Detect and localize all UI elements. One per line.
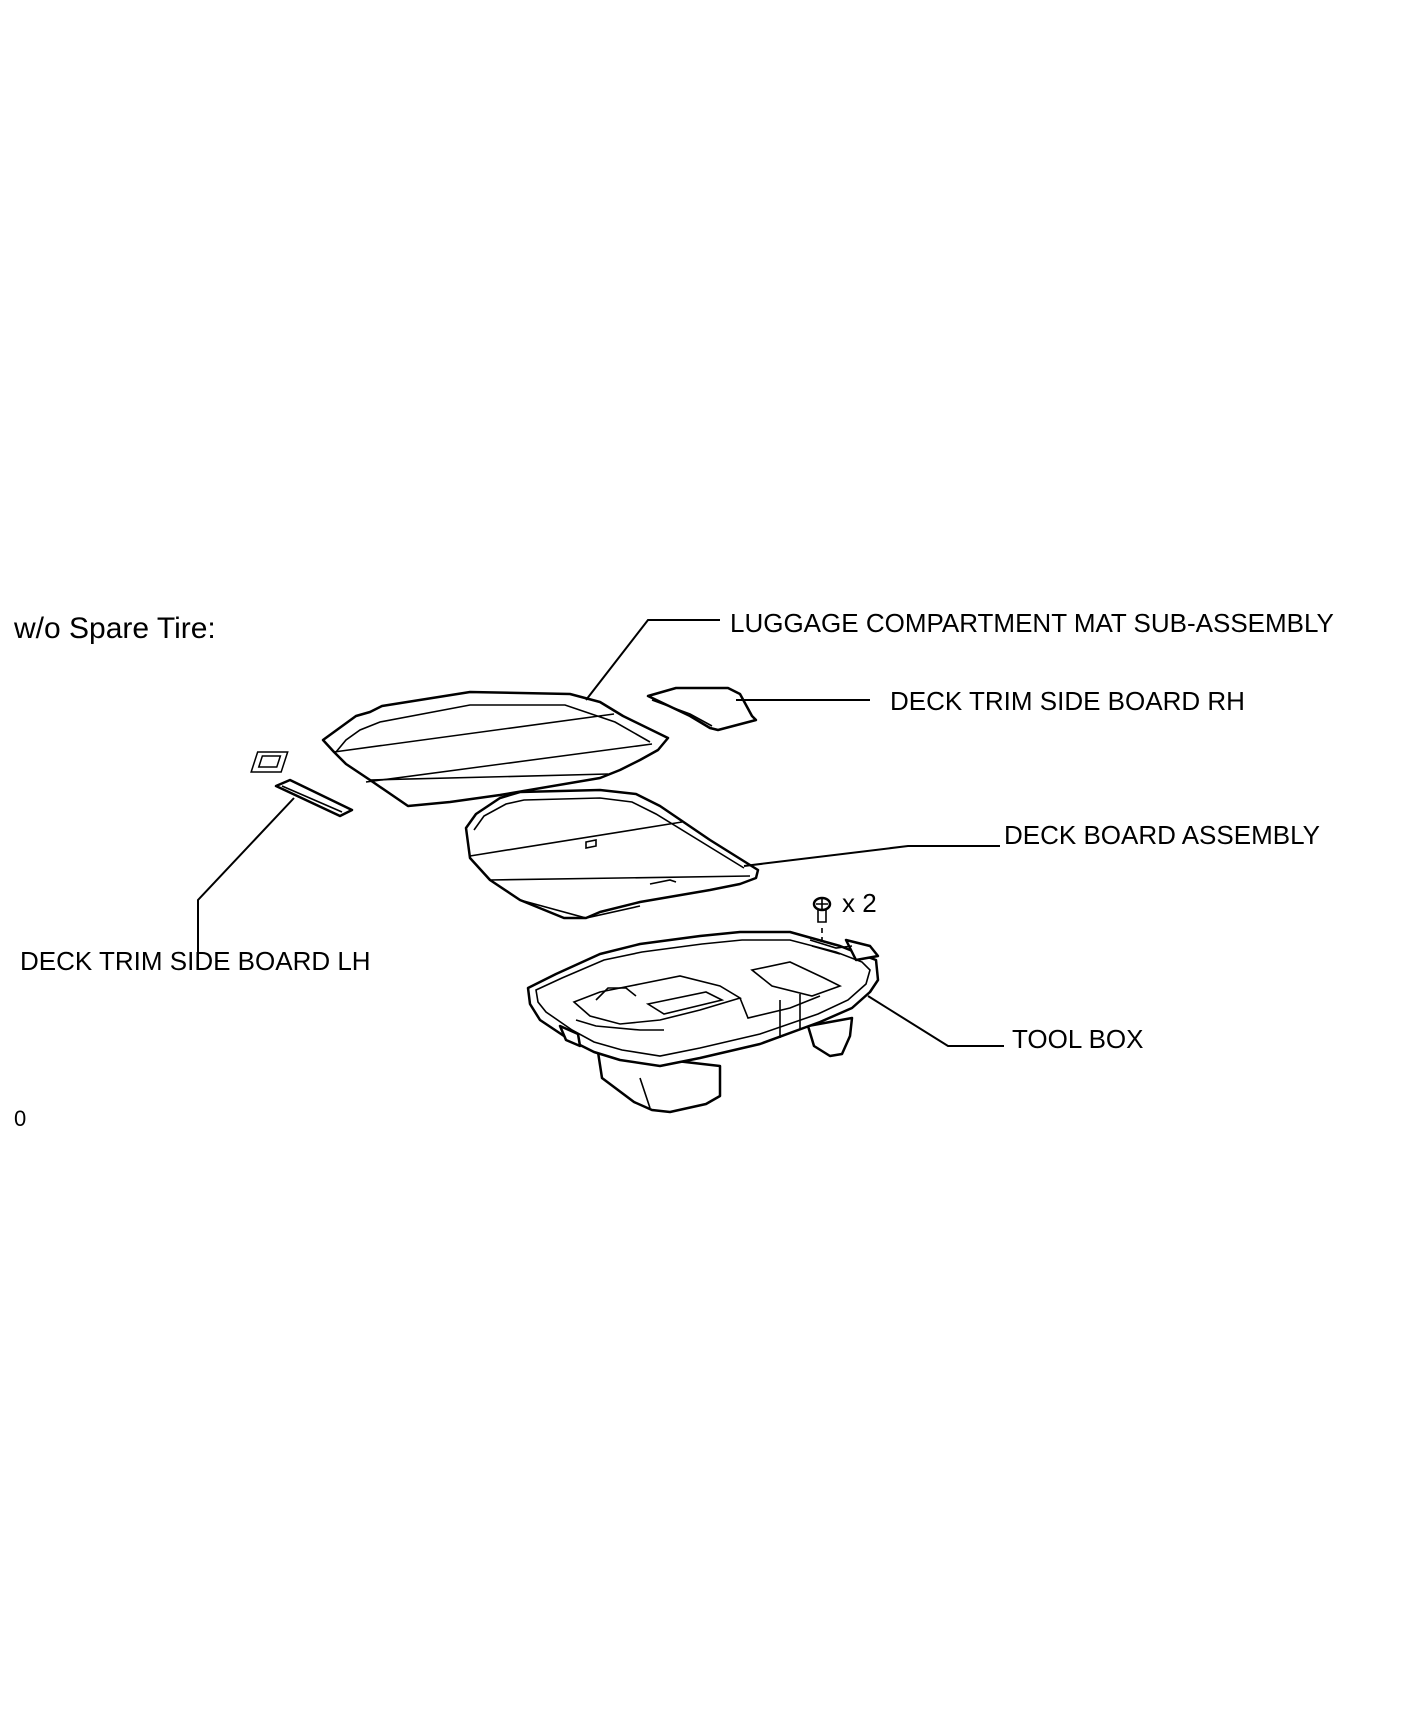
- clip-quantity: x 2: [842, 888, 877, 918]
- leader-lines: [197, 619, 1004, 1047]
- leader-side-board-lh: [197, 797, 295, 968]
- deck-trim-side-board-lh: [274, 778, 354, 818]
- deck-trim-side-board-rh: [646, 686, 758, 732]
- footer-mark: 0: [14, 1106, 26, 1131]
- callout-deck-board: DECK BOARD ASSEMBLY: [1004, 820, 1320, 850]
- condition-label: w/o Spare Tire:: [13, 612, 216, 645]
- callout-side-board-rh: DECK TRIM SIDE BOARD RH: [890, 686, 1245, 716]
- leader-luggage-mat: [585, 619, 720, 701]
- callout-side-board-lh: DECK TRIM SIDE BOARD LH: [20, 946, 371, 976]
- callout-luggage-mat: LUGGAGE COMPARTMENT MAT SUB-ASSEMBLY: [730, 608, 1334, 638]
- clip-icon: [812, 896, 832, 952]
- leader-tool-box: [867, 995, 1004, 1047]
- leader-deck-board: [743, 845, 1000, 867]
- tool-box: [526, 930, 880, 1114]
- callout-tool-box: TOOL BOX: [1012, 1024, 1144, 1054]
- deck-board-assembly: [464, 788, 760, 920]
- luggage-compartment-mat: [250, 690, 670, 808]
